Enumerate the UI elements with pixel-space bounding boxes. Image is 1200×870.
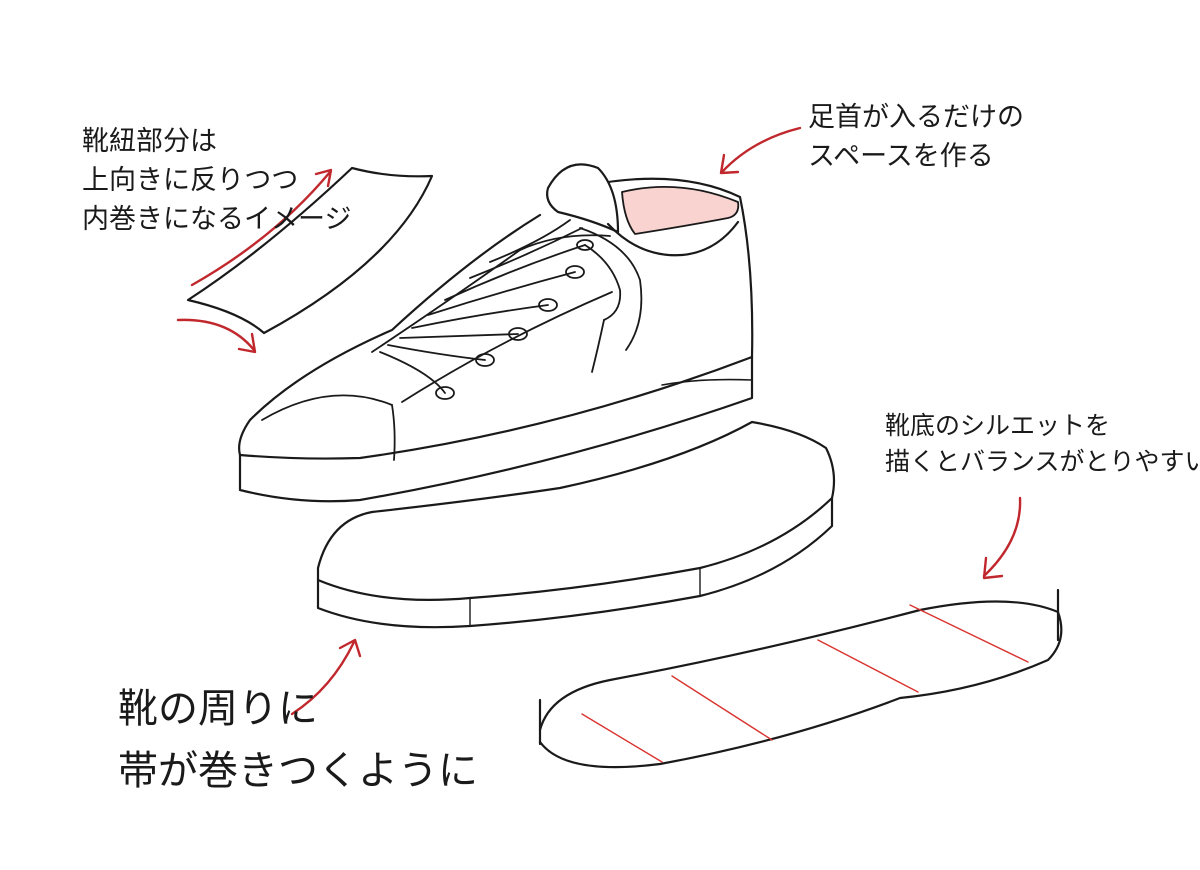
annotation-line: 靴紐部分は [82, 126, 217, 157]
ankle-opening [621, 185, 740, 235]
arrow-to-ankle-icon [720, 126, 802, 174]
annotation-line: スペースを作る [808, 141, 994, 173]
annotation-line: 描くとバランスがとりやすい [885, 447, 1200, 477]
annotation-ankle: 足首が入るだけの スペースを作る [808, 98, 1024, 176]
outsole-silhouette [538, 588, 1063, 769]
sole-band [316, 420, 836, 629]
annotation-line: 足首が入るだけの [808, 102, 1024, 133]
lace-panel-sketch [186, 166, 434, 335]
annotation-laces: 靴紐部分は 上向きに反りつつ 内巻きになるイメージ [82, 122, 351, 239]
annotation-line: 靴底のシルエットを [885, 411, 1111, 440]
annotation-band: 靴の周りに 帯が巻きつくように [118, 678, 478, 802]
annotation-arrows [176, 126, 1022, 716]
annotation-sole: 靴底のシルエットを 描くとバランスがとりやすい [885, 408, 1200, 481]
annotation-line: 帯が巻きつくように [118, 748, 478, 794]
shoe-upper [238, 163, 754, 461]
arrow-to-outsole-icon [982, 496, 1022, 578]
outsole-guides [581, 604, 1029, 763]
shoe-midsole [238, 355, 754, 503]
arrow-up-icon [190, 170, 332, 287]
annotation-line: 内巻きになるイメージ [82, 204, 352, 236]
annotation-line: 靴の周りに [118, 686, 318, 732]
shoe-laces [379, 219, 643, 394]
arrow-curve-down-icon [176, 318, 256, 352]
arrow-to-band-icon [290, 640, 356, 716]
annotation-line: 上向きに反りつつ [82, 165, 299, 197]
toe-cap [261, 394, 393, 421]
shoe-tongue [546, 163, 620, 234]
